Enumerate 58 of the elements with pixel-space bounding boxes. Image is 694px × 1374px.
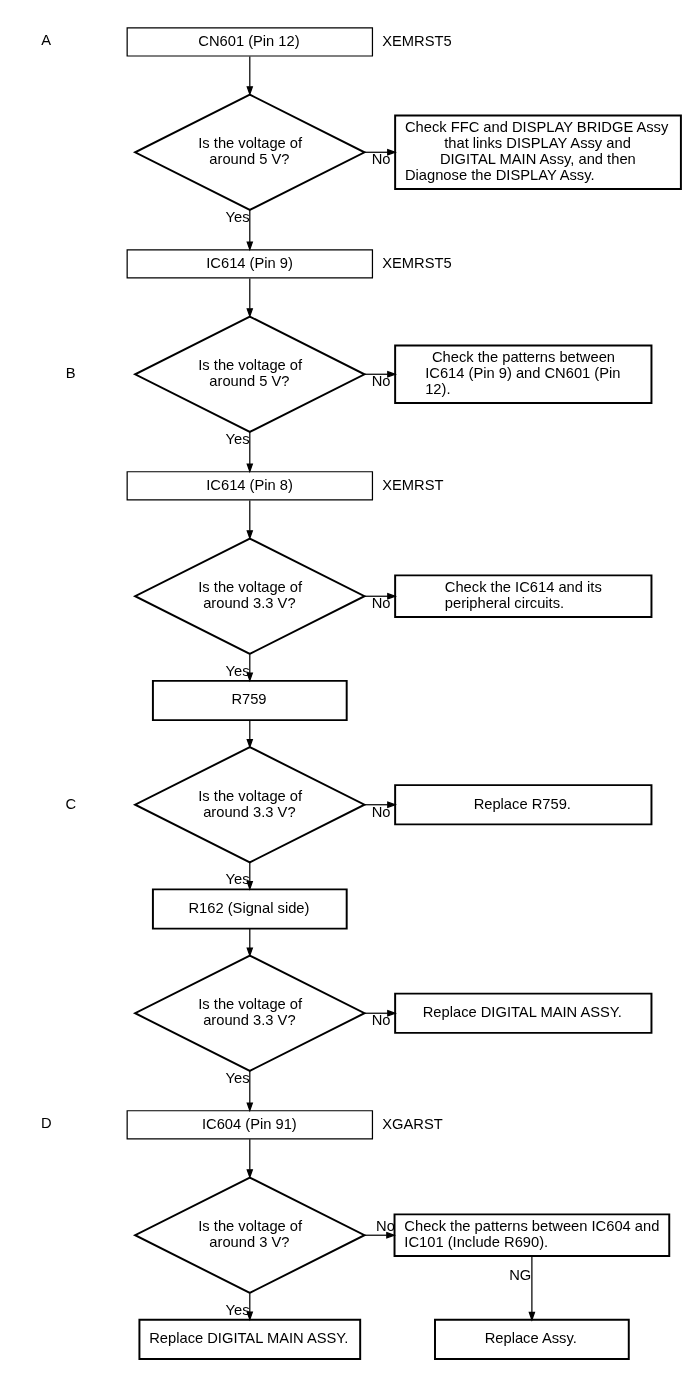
arrow xyxy=(246,1138,254,1180)
node-diamond: Is the voltage of around 3.3 V? xyxy=(132,746,367,864)
edge-label: Yes xyxy=(225,208,250,225)
edge-label: Yes xyxy=(225,430,250,447)
arrow xyxy=(246,719,254,749)
arrow xyxy=(246,55,254,97)
node-diamond: Is the voltage of around 5 V? xyxy=(132,315,367,433)
arrow xyxy=(246,653,254,683)
edge-label: Yes xyxy=(225,1301,250,1318)
node-box: IC604 (Pin 91) xyxy=(126,1110,374,1140)
node-box: IC614 (Pin 8) xyxy=(126,471,374,501)
node-box: Check FFC and DISPLAY BRIDGE Assy that links DISPLAY Assy and DIGITAL MAIN Assy, and then Diagnose the DISPLAY Assy. xyxy=(394,114,682,191)
edge-label: No xyxy=(371,803,391,820)
arrow xyxy=(246,209,254,252)
edge-label: Yes xyxy=(225,662,250,679)
arrow xyxy=(364,592,397,600)
node-box: Replace DIGITAL MAIN ASSY. xyxy=(394,992,653,1034)
arrow xyxy=(363,1231,397,1239)
edge-label: No xyxy=(371,1012,391,1029)
label: A xyxy=(41,32,52,49)
node-label: XEMRST xyxy=(382,476,444,493)
arrow xyxy=(246,1070,254,1113)
node-diamond: Is the voltage of around 5 V? xyxy=(132,93,367,211)
edge-label: No xyxy=(371,595,391,612)
node-label: XGARST xyxy=(382,1115,443,1132)
edge-label: No xyxy=(376,1218,395,1235)
node-box: R759 xyxy=(151,679,348,722)
node-box: Replace DIGITAL MAIN ASSY. xyxy=(138,1318,362,1361)
label: D xyxy=(40,1115,52,1132)
arrow xyxy=(246,928,254,958)
node-label: XEMRST5 xyxy=(382,32,452,49)
arrow xyxy=(364,801,397,809)
node-box: Replace Assy. xyxy=(434,1318,630,1361)
node-box: R162 (Signal side) xyxy=(151,888,348,930)
arrow xyxy=(528,1255,536,1322)
node-box: Check the patterns between IC614 (Pin 9) and CN601 (Pin 12). xyxy=(394,344,653,405)
node-box: CN601 (Pin 12) xyxy=(126,27,374,57)
node-box: Replace R759. xyxy=(394,784,653,826)
edge-label: Yes xyxy=(225,1069,250,1086)
node-diamond: Is the voltage of around 3.3 V? xyxy=(132,954,367,1072)
arrow xyxy=(363,148,397,156)
edge-label: Yes xyxy=(225,871,250,888)
node-label: XEMRST5 xyxy=(382,254,452,271)
node-diamond: Is the voltage of around 3.3 V? xyxy=(132,537,367,655)
edge-label: No xyxy=(371,373,391,390)
label: C xyxy=(65,795,77,812)
node-diamond: Is the voltage of around 3 V? xyxy=(132,1176,367,1294)
arrow xyxy=(246,431,254,474)
edge-label: NG xyxy=(509,1267,532,1284)
node-box: Check the IC614 and its peripheral circuits. xyxy=(394,574,653,619)
node-box: Check the patterns between IC604 and IC101 (Include R690). xyxy=(393,1213,671,1258)
edge-label: No xyxy=(371,151,391,168)
node-box: IC614 (Pin 9) xyxy=(126,249,374,279)
arrow xyxy=(246,277,254,319)
arrow xyxy=(246,499,254,541)
arrow xyxy=(364,370,397,378)
label: B xyxy=(65,365,76,382)
arrow xyxy=(364,1009,397,1017)
